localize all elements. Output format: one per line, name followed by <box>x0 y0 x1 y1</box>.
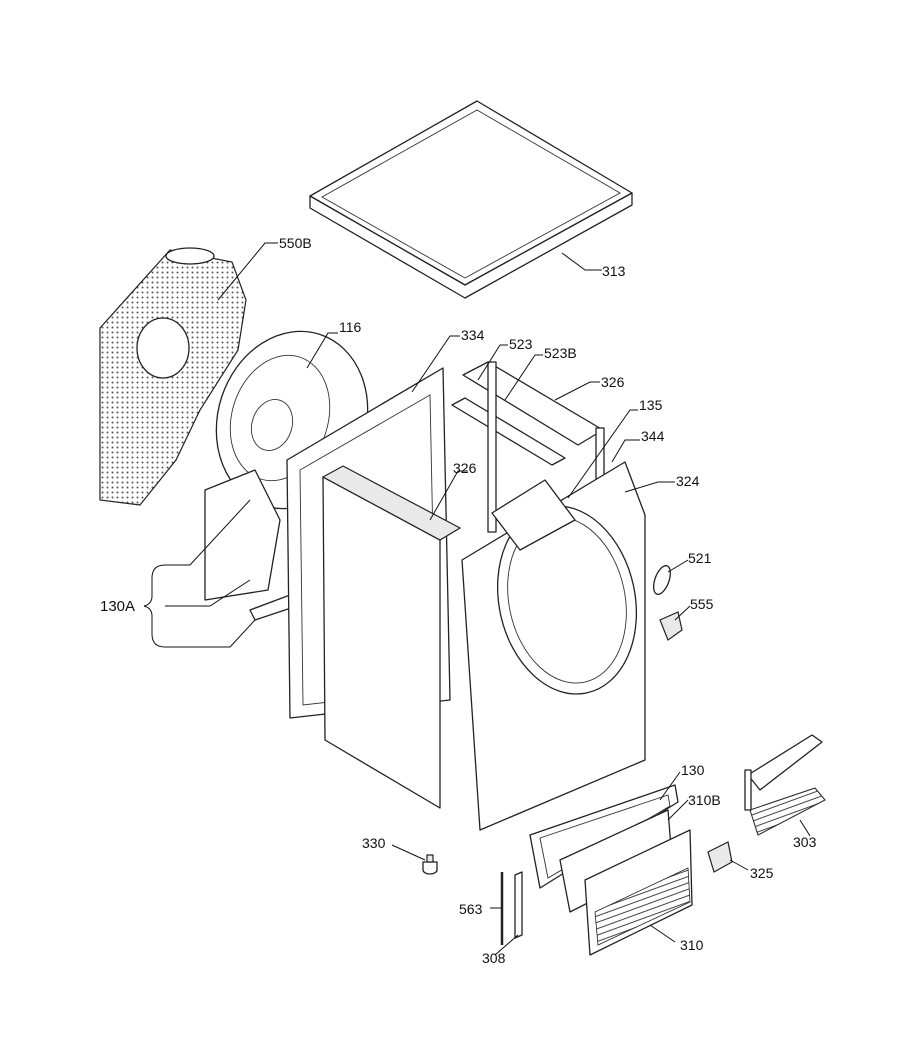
callout-130A: 130A <box>100 598 135 615</box>
callout-326-side: 326 <box>453 460 477 476</box>
rear-panel-part <box>99 247 247 506</box>
latch-part <box>707 841 733 873</box>
callout-313: 313 <box>602 263 626 279</box>
air-duct-parts <box>204 469 301 621</box>
brace-130A <box>143 564 166 648</box>
callout-324: 324 <box>676 473 700 489</box>
callout-523B: 523B <box>544 345 577 361</box>
gasket-ring-part <box>653 565 671 595</box>
callout-330: 330 <box>362 835 386 851</box>
callout-310B: 310B <box>688 792 721 808</box>
flap-part <box>744 734 826 836</box>
front-panel-part <box>461 461 646 831</box>
callout-334: 334 <box>461 327 485 343</box>
callout-344: 344 <box>641 428 665 444</box>
foot-part <box>422 854 438 875</box>
callout-116: 116 <box>339 319 362 335</box>
plinth-part <box>584 829 693 956</box>
callout-130: 130 <box>681 762 705 778</box>
leader-lines <box>165 242 811 956</box>
callout-563: 563 <box>459 901 483 917</box>
callout-325: 325 <box>750 865 774 881</box>
callout-326-top: 326 <box>601 374 625 390</box>
side-sheet-part <box>321 465 462 809</box>
callout-308: 308 <box>482 950 506 966</box>
callout-310: 310 <box>680 937 704 953</box>
callout-523: 523 <box>509 336 533 352</box>
callout-303: 303 <box>793 834 817 850</box>
hinge-bracket-part <box>514 871 523 939</box>
callout-555: 555 <box>690 596 714 612</box>
callout-135: 135 <box>639 397 663 413</box>
top-cover-part <box>309 100 633 299</box>
callout-521: 521 <box>688 550 712 566</box>
callout-550B: 550B <box>279 235 312 251</box>
